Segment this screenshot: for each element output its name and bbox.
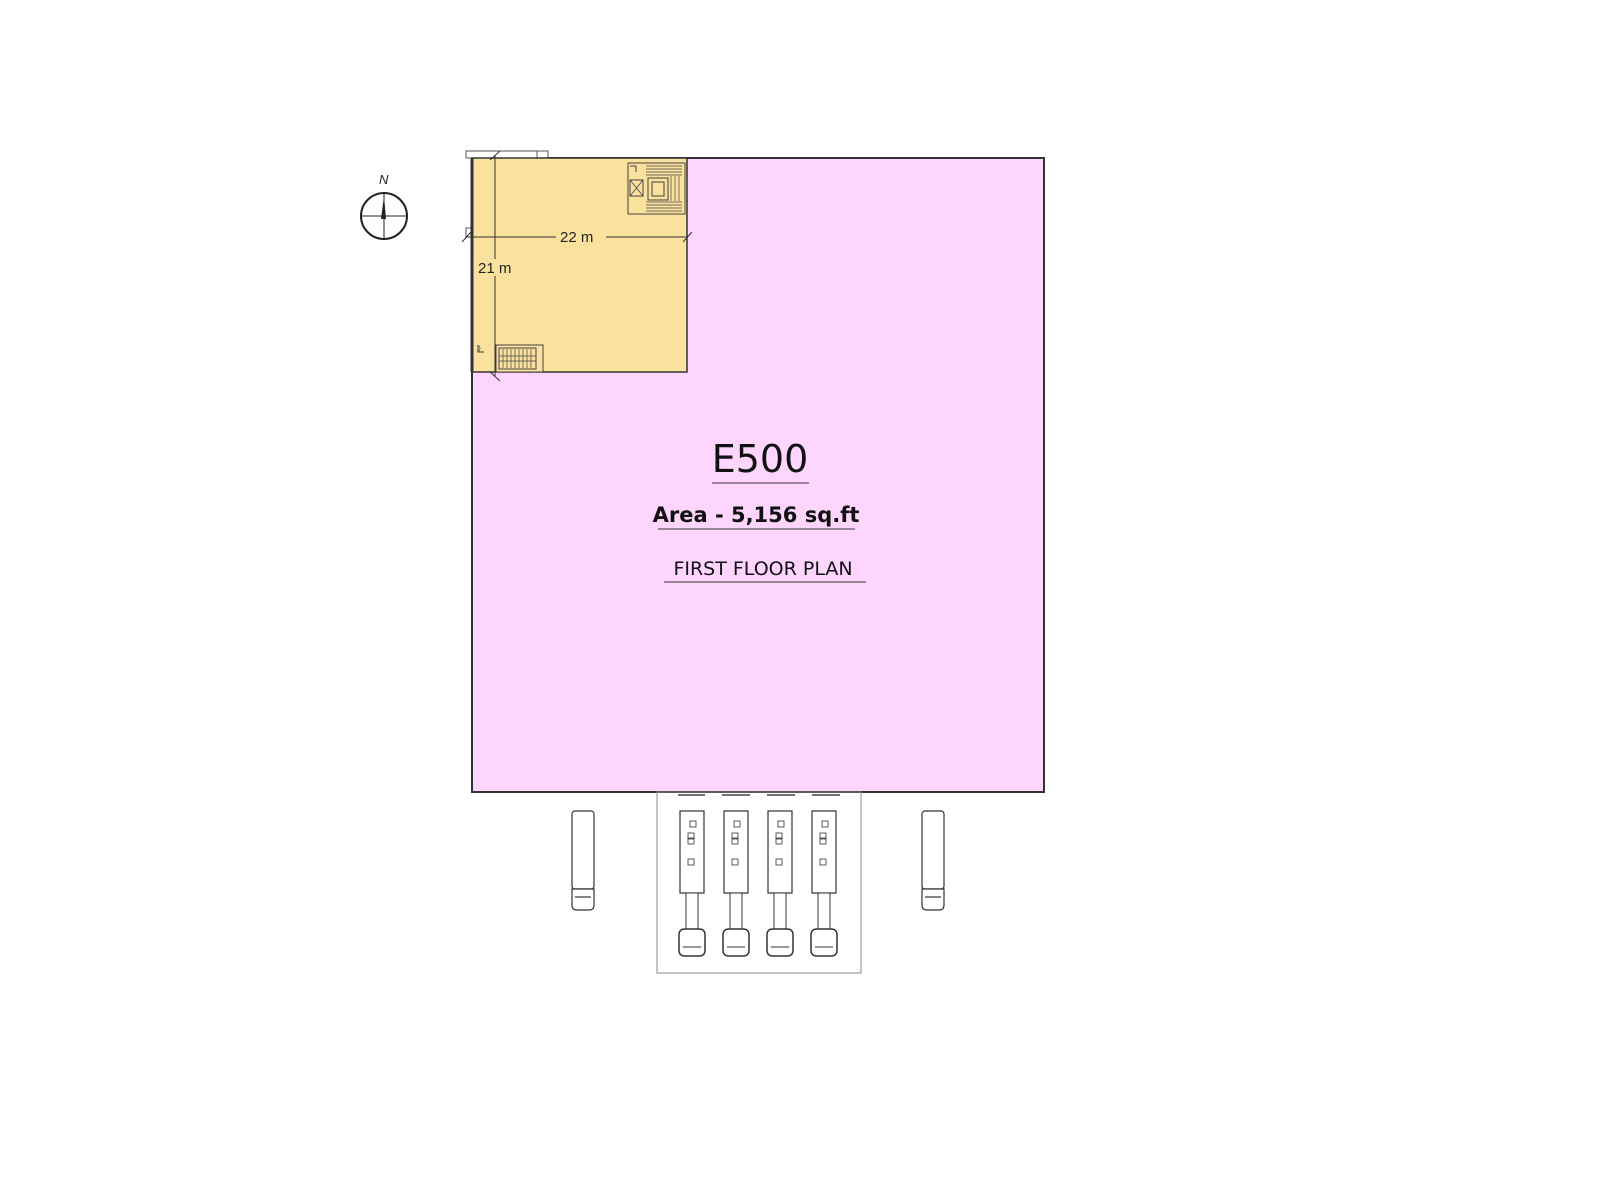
truck	[766, 810, 794, 957]
office-width-label: 22 m	[560, 229, 593, 246]
side-trailer	[921, 810, 945, 911]
side-trailer	[571, 810, 595, 911]
dimension-width: 22 m	[461, 228, 693, 246]
unit-label-group: E500 Area - 5,156 sq.ft FIRST FLOOR PLAN	[653, 437, 866, 583]
dimension-depth: 21 m	[476, 150, 516, 382]
plan-title: FIRST FLOOR PLAN	[673, 558, 852, 580]
wall-detail	[465, 150, 549, 159]
office-depth-label: 21 m	[478, 260, 511, 277]
unit-area: Area - 5,156 sq.ft	[653, 503, 860, 527]
truck	[810, 810, 838, 957]
north-compass: N	[360, 172, 408, 240]
stair-core-south	[477, 344, 544, 373]
truck	[678, 810, 706, 957]
loading-yard	[656, 791, 862, 974]
truck	[722, 810, 750, 957]
unit-name: E500	[712, 437, 809, 481]
compass-north-label: N	[379, 172, 389, 187]
loading-trucks	[678, 810, 838, 957]
stair-core-north	[627, 162, 686, 215]
